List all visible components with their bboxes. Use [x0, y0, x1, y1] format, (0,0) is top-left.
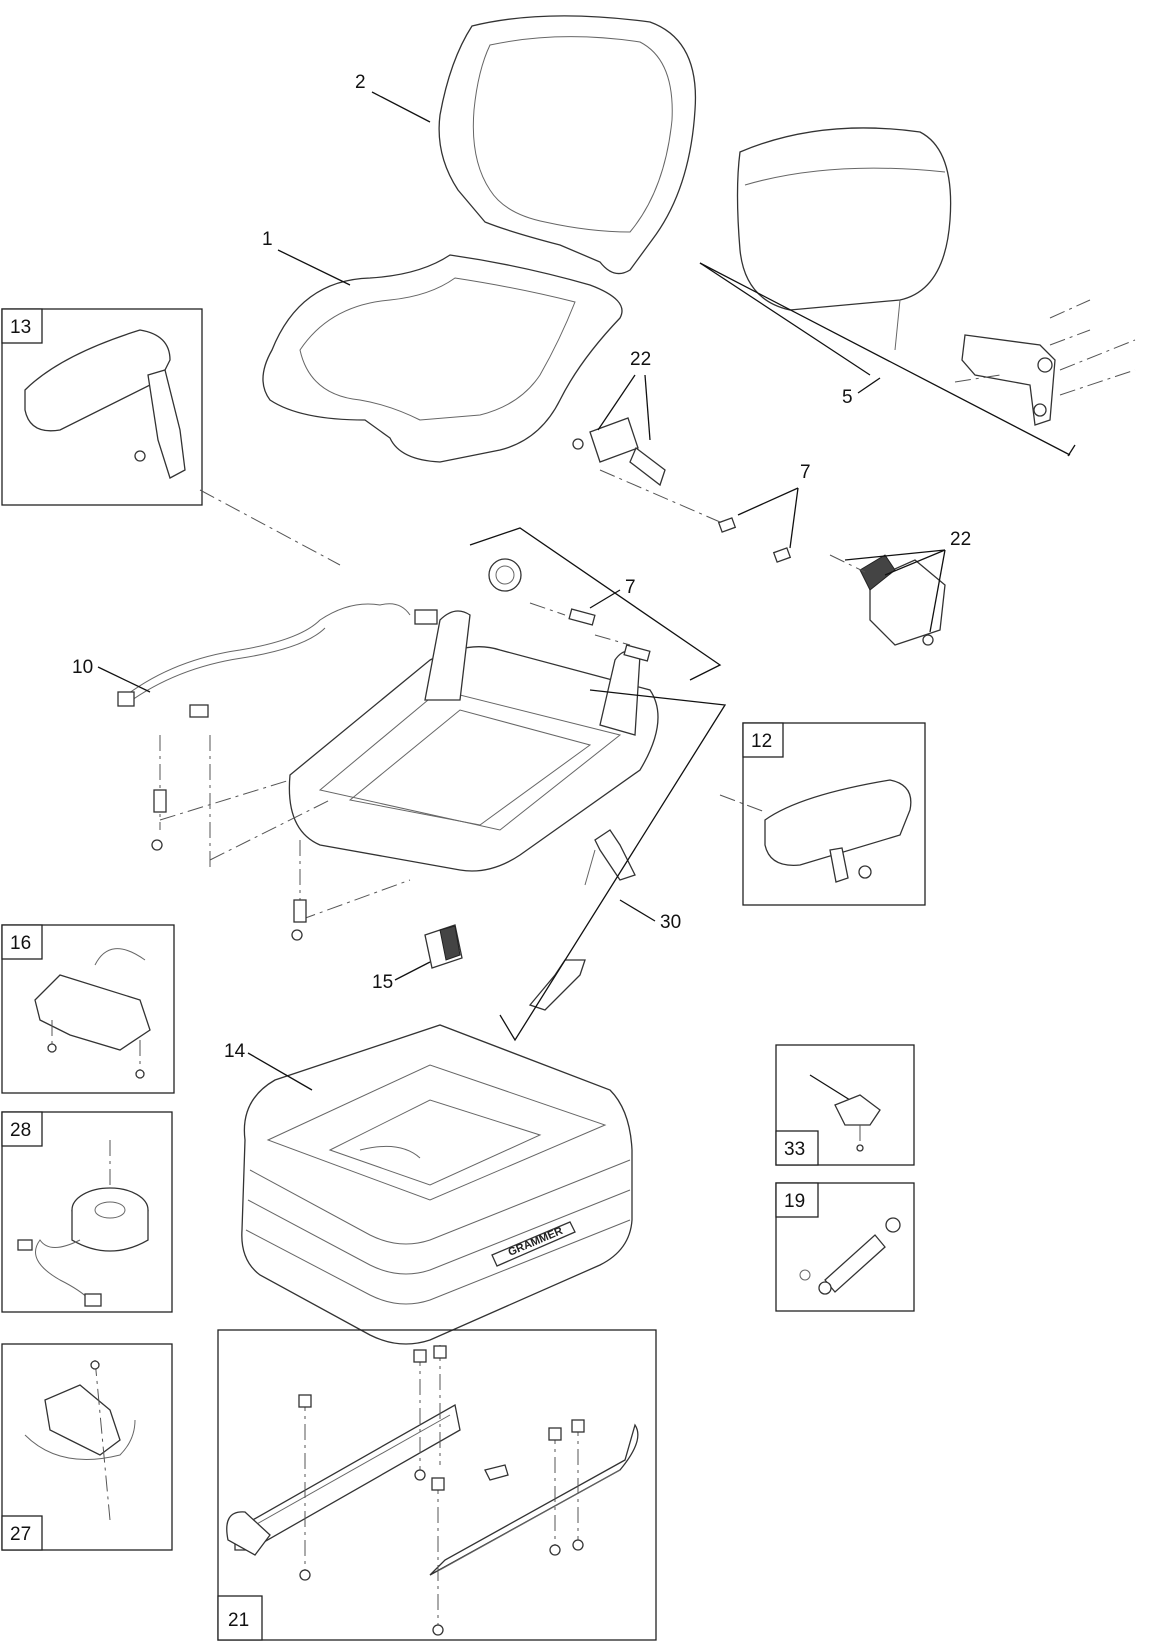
svg-text:15: 15 [372, 972, 393, 993]
frame-fasteners [151, 735, 411, 941]
lever-part [499, 689, 727, 1042]
callout-10: 10 [72, 657, 151, 693]
bolt-parts [599, 469, 792, 563]
callout-2: 2 [355, 72, 431, 123]
svg-text:16: 16 [10, 933, 31, 954]
headrest-bracket [954, 299, 1136, 426]
compressor-box-28: 28 [1, 1111, 173, 1313]
svg-text:7: 7 [625, 577, 636, 598]
svg-text:27: 27 [10, 1524, 31, 1545]
callout-22b: 22 [844, 529, 971, 633]
callout-5: 5 [699, 262, 1076, 457]
damper-box-19: 19 [775, 1182, 915, 1312]
svg-text:22: 22 [630, 349, 651, 370]
callout-14: 14 [224, 1041, 313, 1091]
backrest-part [438, 15, 697, 275]
svg-text:5: 5 [842, 387, 853, 408]
valve-box-27: 27 [1, 1343, 173, 1551]
svg-text:19: 19 [784, 1191, 805, 1212]
seatbelt-retractor-part [829, 554, 946, 646]
armrest-right-box: 12 [719, 722, 926, 906]
svg-text:1: 1 [262, 229, 273, 250]
seat-frame-part [288, 558, 659, 872]
handle-part [424, 924, 463, 969]
headrest-part [736, 127, 952, 351]
svg-text:2: 2 [355, 72, 366, 93]
callout-1: 1 [262, 229, 351, 286]
svg-text:21: 21 [228, 1610, 249, 1631]
svg-text:10: 10 [72, 657, 93, 678]
bracket-box-16: 16 [1, 924, 175, 1094]
wiring-harness-part [117, 603, 438, 718]
svg-text:22: 22 [950, 529, 971, 550]
callout-15: 15 [372, 961, 431, 993]
armrest-left-box: 13 [1, 308, 341, 566]
svg-text:30: 30 [660, 912, 681, 933]
seat-cushion-part [262, 254, 623, 463]
svg-text:14: 14 [224, 1041, 246, 1062]
seat-base-part: GRAMMER [241, 1024, 633, 1345]
svg-text:28: 28 [10, 1120, 31, 1141]
callout-7b: 7 [737, 462, 811, 549]
slide-rails-box-21: 21 [217, 1329, 657, 1641]
lever-bracket-box-33: 33 [775, 1044, 915, 1166]
svg-text:7: 7 [800, 462, 811, 483]
callout-7a: 7 [469, 527, 722, 681]
callout-30: 30 [619, 899, 681, 933]
callout-22a: 22 [597, 349, 651, 441]
svg-text:33: 33 [784, 1139, 805, 1160]
svg-text:13: 13 [10, 317, 31, 338]
seatbelt-buckle-part [572, 417, 666, 487]
svg-text:12: 12 [751, 731, 772, 752]
